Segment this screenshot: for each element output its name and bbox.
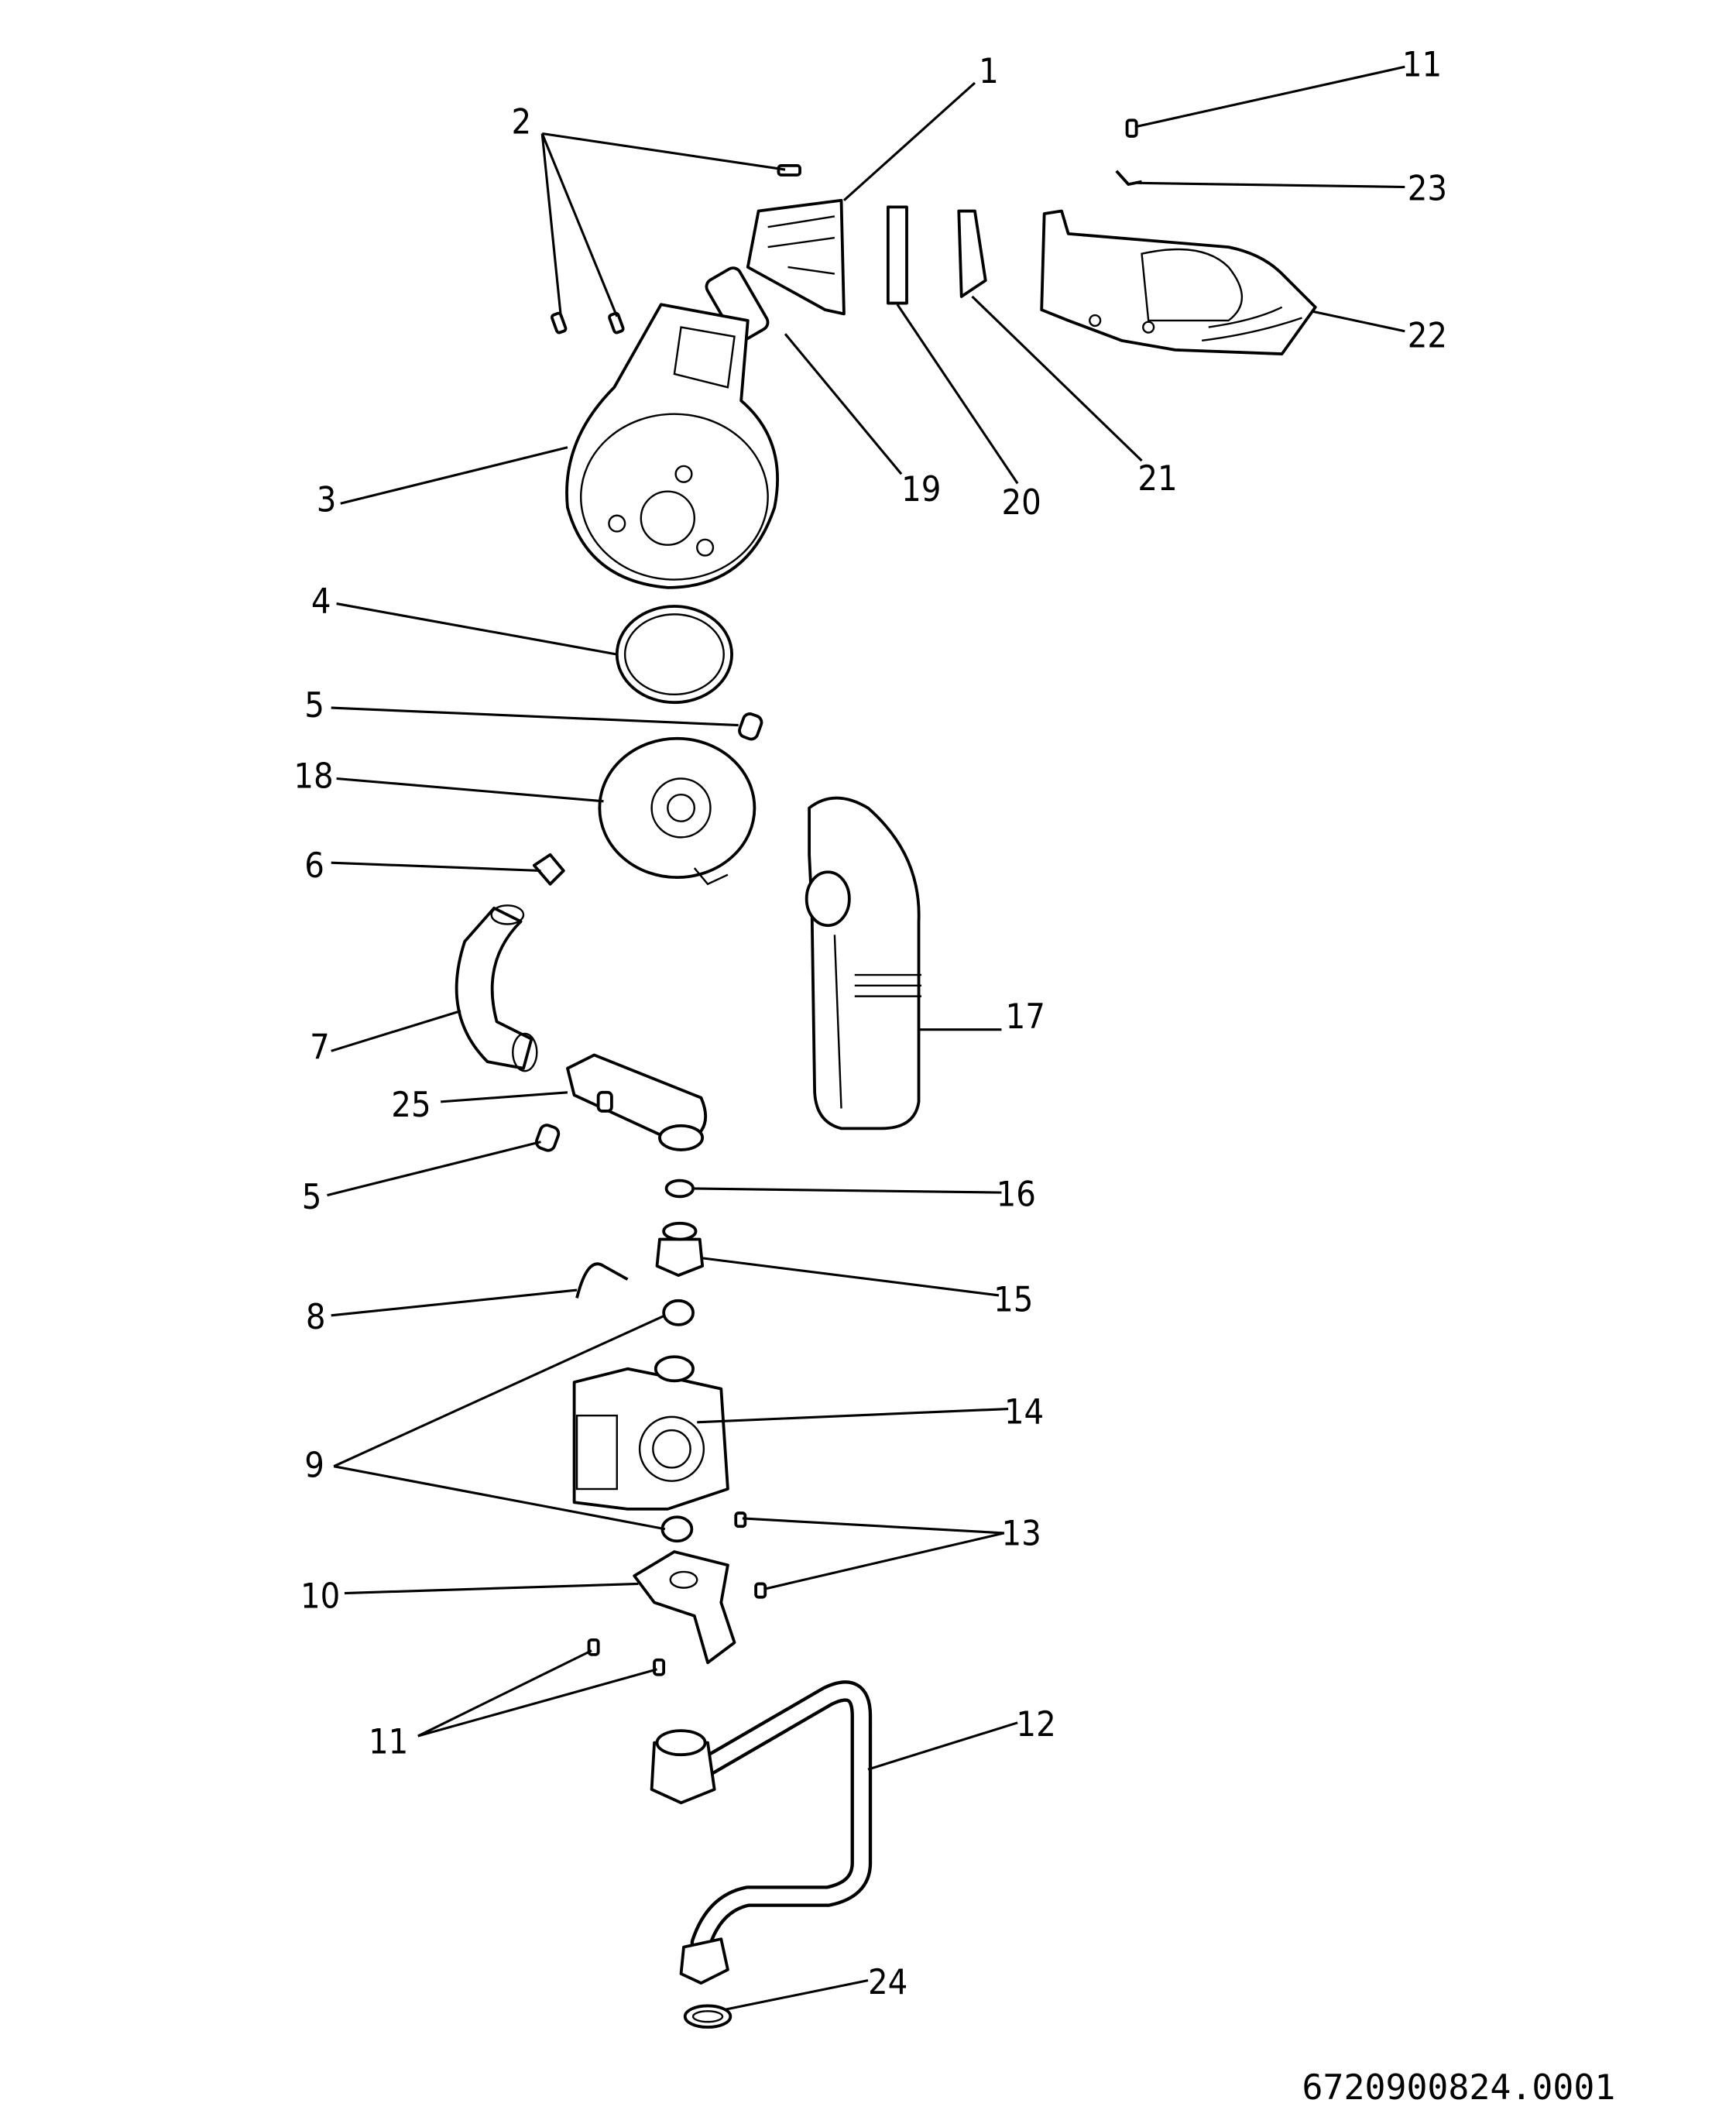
hose-end [512,1032,538,1072]
screw-part-11-top [1125,118,1138,138]
callout-20: 20 [1001,482,1041,523]
washer-part-16 [664,1179,695,1199]
callout-13: 13 [1001,1512,1041,1553]
callout-17: 17 [1006,996,1045,1037]
callout-22: 22 [1408,314,1447,355]
callout-16: 16 [997,1173,1036,1214]
seal-part-9-bottom [660,1515,694,1543]
gasket-part-19 [705,266,770,343]
nipple-part-15 [655,1221,705,1277]
adapter-part-1 [746,198,846,316]
callout-14: 14 [1004,1391,1044,1432]
tube-part-25 [566,1053,708,1151]
callout-5-bottom: 5 [302,1176,322,1217]
screw-part-2 [550,164,801,335]
clip-part-6 [532,853,565,886]
bracket-part-10 [633,1550,736,1665]
callout-5-top: 5 [304,684,324,726]
callout-21: 21 [1137,458,1177,499]
callout-1: 1 [979,50,999,91]
screw-part-11-b [653,1658,666,1676]
plate-part-18 [598,736,756,886]
clip-part-8 [575,1262,629,1299]
plate-part-20 [886,205,908,305]
callout-8: 8 [306,1296,326,1337]
hose-end [490,904,525,925]
pipe-inlet [805,870,851,928]
screw-part-13-b [754,1582,767,1599]
parts [455,118,1317,2029]
callout-7: 7 [310,1027,330,1068]
seal-part-9-top [662,1299,695,1326]
cap-part-5-top [738,712,763,741]
clip-part-23 [1115,170,1142,186]
callout-23: 23 [1408,168,1447,209]
leader-lines [327,65,1405,2012]
washer-part-24 [683,2004,732,2029]
callout-18: 18 [293,756,333,797]
callout-labels: 1 2 11 23 22 21 20 19 3 4 5 18 6 7 25 5 … [293,43,1447,2002]
o-ring-part-4 [615,605,733,705]
callout-2: 2 [512,101,532,142]
screw-part-13-a [734,1511,747,1528]
pipe-part-17 [808,796,921,1130]
hose-part-7 [455,906,533,1070]
callout-15: 15 [993,1279,1033,1320]
callout-9: 9 [304,1444,324,1485]
callout-10: 10 [300,1575,340,1616]
callout-19: 19 [901,468,941,509]
fan-part-3 [565,303,780,589]
drawing-number: 6720900824.0001 [1302,2067,1616,2108]
pipe-part-12 [650,1680,873,1985]
callout-6: 6 [304,845,324,886]
gasket-part-21 [957,209,987,298]
callout-12: 12 [1016,1703,1055,1745]
callout-4: 4 [311,581,331,622]
cap-part-5-bottom [534,1124,561,1152]
gas-valve-part-14 [572,1355,729,1511]
pipe-ribs [833,935,921,1109]
callout-25: 25 [391,1084,431,1125]
callout-11-top: 11 [1402,43,1442,84]
housing-part-22 [1040,209,1317,355]
callout-11-bottom: 11 [369,1721,408,1762]
callout-3: 3 [317,479,337,520]
callout-24: 24 [868,1961,907,2002]
